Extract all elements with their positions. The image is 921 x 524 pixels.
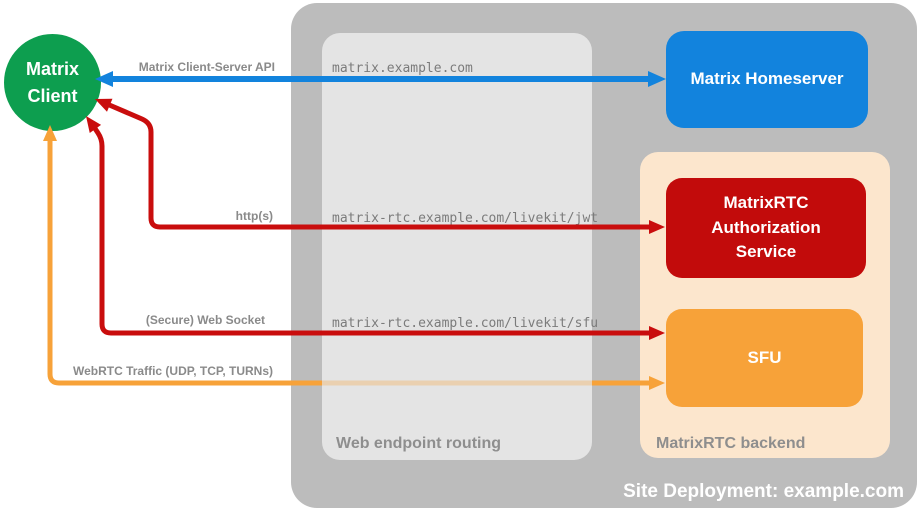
matrix-client-node: Matrix Client: [4, 34, 101, 131]
web-endpoint-routing-caption: Web endpoint routing: [336, 435, 502, 452]
https-label: http(s): [235, 209, 273, 223]
routed-host-livekit-jwt: matrix-rtc.example.com/livekit/jwt: [332, 211, 599, 226]
sfu-label: SFU: [747, 347, 782, 367]
matrixrtc-authorization-service-node: MatrixRTC Authorization Service: [666, 178, 866, 278]
sfu-node: SFU: [666, 309, 863, 407]
matrix-homeserver-node: Matrix Homeserver: [666, 31, 868, 128]
matrixrtc-authorization-service-label: MatrixRTC Authorization Service: [711, 193, 821, 262]
web-socket-label: (Secure) Web Socket: [145, 313, 265, 327]
routed-host-matrix: matrix.example.com: [332, 61, 473, 76]
matrixrtc-backend-caption: MatrixRTC backend: [656, 435, 806, 452]
matrix-homeserver-label: Matrix Homeserver: [690, 69, 844, 89]
web-endpoint-routing-container: [322, 33, 592, 460]
matrix-client-label-line2: Client: [27, 85, 78, 106]
matrix-client-label-line1: Matrix: [25, 58, 79, 79]
site-deployment-caption: Site Deployment: example.com: [623, 481, 904, 502]
client-server-api-label: Matrix Client-Server API: [138, 60, 275, 74]
routed-host-livekit-sfu: matrix-rtc.example.com/livekit/sfu: [332, 316, 599, 331]
webrtc-traffic-label: WebRTC Traffic (UDP, TCP, TURNs): [72, 364, 273, 378]
client-sfu-webrtc-line-left: [47, 139, 322, 386]
